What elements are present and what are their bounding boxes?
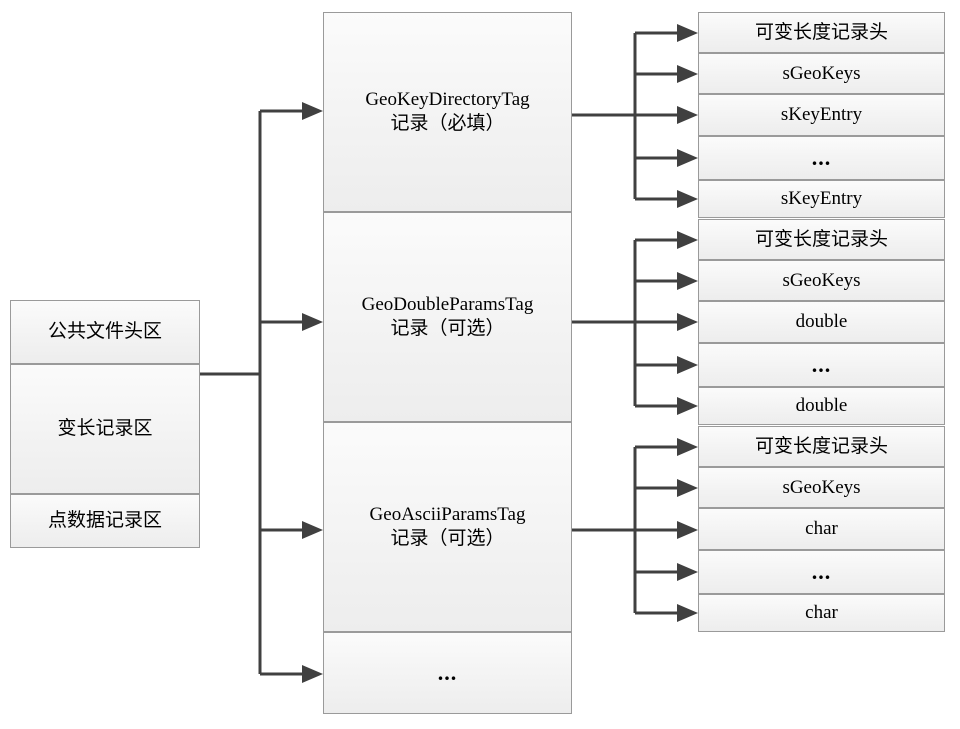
arrowhead-g1-branch-2 <box>677 65 698 83</box>
vlr-record-geodoubleparamstag-line2: 记录（可选） <box>390 318 505 339</box>
vlr-record-more: ... <box>323 632 572 714</box>
g3-field-row-char-last: char <box>698 594 945 632</box>
vlr-record-geoasciiparamstag: GeoAsciiParamsTag 记录（可选） <box>323 422 572 632</box>
g2-field-row-double-first: double <box>698 301 945 343</box>
g1-field-row-skeyentry-last: sKeyEntry <box>698 180 945 218</box>
arrowhead-g2-branch-1 <box>677 231 698 249</box>
file-structure-block-header-label: 公共文件头区 <box>47 321 162 343</box>
arrowhead-g1-branch-5 <box>677 190 698 208</box>
g3-field-row-char-first-label: char <box>805 518 838 540</box>
arrowhead-left-branch-3 <box>302 521 323 539</box>
arrowhead-g3-branch-4 <box>677 563 698 581</box>
g2-field-row-ellipsis: ... <box>698 343 945 387</box>
connector-group-left-fanout <box>200 102 323 683</box>
arrowhead-g3-branch-5 <box>677 604 698 622</box>
arrowhead-g3-branch-3 <box>677 521 698 539</box>
arrowhead-g3-branch-1 <box>677 438 698 456</box>
vlr-record-more-label: ... <box>437 660 458 686</box>
g3-field-row-header: 可变长度记录头 <box>698 426 945 467</box>
g1-field-row-header: 可变长度记录头 <box>698 12 945 53</box>
arrowhead-g2-branch-3 <box>677 313 698 331</box>
g3-field-row-ellipsis: ... <box>698 550 945 594</box>
vlr-record-geoasciiparamstag-line2: 记录（可选） <box>390 528 505 549</box>
g3-field-row-sgeokeys-label: sGeoKeys <box>782 476 861 498</box>
g3-field-row-sgeokeys: sGeoKeys <box>698 467 945 508</box>
g2-field-row-double-first-label: double <box>795 311 848 333</box>
arrowhead-g1-branch-4 <box>677 149 698 167</box>
g2-field-row-header-label: 可变长度记录头 <box>754 228 888 250</box>
g2-field-row-sgeokeys-label: sGeoKeys <box>782 269 861 291</box>
vlr-record-geokeydirectorytag-line1: GeoKeyDirectoryTag <box>365 89 530 111</box>
arrowhead-g2-branch-5 <box>677 397 698 415</box>
vlr-record-geodoubleparamstag: GeoDoubleParamsTag 记录（可选） <box>323 212 572 422</box>
g2-field-row-header: 可变长度记录头 <box>698 219 945 260</box>
g1-field-row-skeyentry-first-label: sKeyEntry <box>780 104 863 126</box>
file-structure-block-vlr-label: 变长记录区 <box>57 418 153 440</box>
connector-group-g3-fanout <box>572 438 698 622</box>
g1-field-row-sgeokeys: sGeoKeys <box>698 53 945 94</box>
g2-field-row-ellipsis-label: ... <box>811 352 832 378</box>
g1-field-row-ellipsis-label: ... <box>811 145 832 171</box>
g1-field-row-sgeokeys-label: sGeoKeys <box>782 62 861 84</box>
g2-field-row-double-last: double <box>698 387 945 425</box>
arrowhead-left-branch-1 <box>302 102 323 120</box>
vlr-record-geokeydirectorytag-label: GeoKeyDirectoryTag 记录（必填） <box>359 88 535 136</box>
arrowhead-g2-branch-4 <box>677 356 698 374</box>
vlr-record-geokeydirectorytag: GeoKeyDirectoryTag 记录（必填） <box>323 12 572 212</box>
connector-group-g1-fanout <box>572 24 698 208</box>
vlr-record-geoasciiparamstag-label: GeoAsciiParamsTag 记录（可选） <box>364 503 532 551</box>
g1-field-row-ellipsis: ... <box>698 136 945 180</box>
g1-field-row-header-label: 可变长度记录头 <box>754 21 888 43</box>
g1-field-row-skeyentry-last-label: sKeyEntry <box>780 188 863 210</box>
file-structure-block-vlr: 变长记录区 <box>10 364 200 494</box>
arrowhead-left-branch-2 <box>302 313 323 331</box>
file-structure-block-points-label: 点数据记录区 <box>47 510 162 532</box>
vlr-record-geodoubleparamstag-label: GeoDoubleParamsTag 记录（可选） <box>356 293 540 341</box>
g3-field-row-char-first: char <box>698 508 945 550</box>
arrowhead-g3-branch-2 <box>677 479 698 497</box>
g2-field-row-double-last-label: double <box>795 395 848 417</box>
vlr-record-geodoubleparamstag-line1: GeoDoubleParamsTag <box>361 294 534 316</box>
g3-field-row-ellipsis-label: ... <box>811 559 832 585</box>
g1-field-row-skeyentry-first: sKeyEntry <box>698 94 945 136</box>
file-structure-block-header: 公共文件头区 <box>10 300 200 364</box>
arrowhead-g1-branch-1 <box>677 24 698 42</box>
g3-field-row-char-last-label: char <box>805 602 838 624</box>
vlr-record-geokeydirectorytag-line2: 记录（必填） <box>390 113 505 134</box>
vlr-record-geoasciiparamstag-line1: GeoAsciiParamsTag <box>369 504 526 526</box>
file-structure-block-points: 点数据记录区 <box>10 494 200 548</box>
arrowhead-g1-branch-3 <box>677 106 698 124</box>
arrowhead-left-branch-4 <box>302 665 323 683</box>
g3-field-row-header-label: 可变长度记录头 <box>754 435 888 457</box>
g2-field-row-sgeokeys: sGeoKeys <box>698 260 945 301</box>
arrowhead-g2-branch-2 <box>677 272 698 290</box>
connector-group-g2-fanout <box>572 231 698 415</box>
